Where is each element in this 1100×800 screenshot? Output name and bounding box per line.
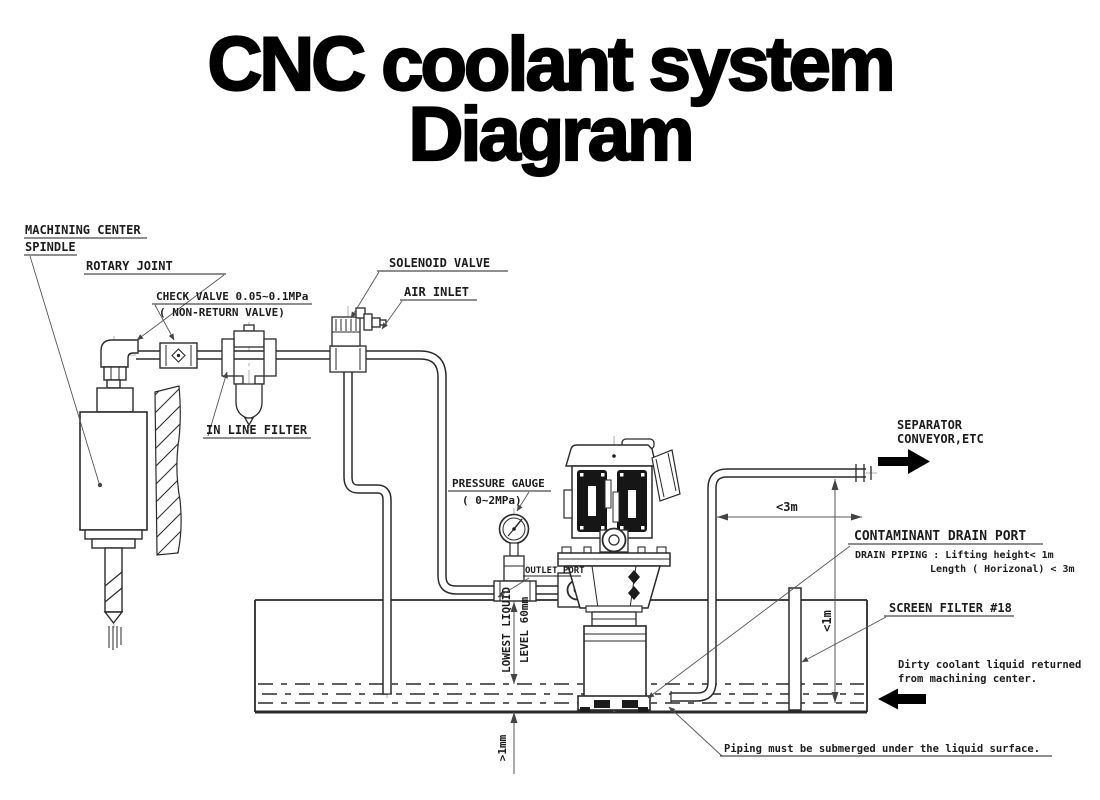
return-pipe xyxy=(343,370,392,694)
label-air-inlet: AIR INLET xyxy=(404,285,469,299)
label-solenoid-valve: SOLENOID VALVE xyxy=(389,256,490,270)
label-submerged-note: Piping must be submerged under the liqui… xyxy=(724,743,1040,755)
label-machining-center: MACHINING CENTER xyxy=(25,223,141,237)
label-check-valve: CHECK VALVE 0.05~0.1MPa xyxy=(156,290,308,303)
drain-pipe-end-flange xyxy=(855,464,872,482)
in-line-filter xyxy=(221,324,277,427)
label-drain-piping-2: Length ( Horizonal) < 3m xyxy=(930,563,1075,575)
screen-filter-bar xyxy=(788,587,802,711)
dimension-lowest-liquid: LOWEST LIQUID LEVEL 60mm xyxy=(500,587,531,684)
labels: MACHINING CENTER SPINDLE ROTARY JOINT CH… xyxy=(24,223,1081,757)
solenoid-valve xyxy=(329,307,387,373)
label-in-line-filter: IN LINE FILTER xyxy=(206,423,308,437)
machine-wall-section xyxy=(154,385,182,556)
label-rotary-joint: ROTARY JOINT xyxy=(86,259,173,273)
pump-cylinder xyxy=(583,625,647,699)
check-valve xyxy=(159,342,198,369)
separator-flow-arrow xyxy=(878,449,930,474)
coolant-tank xyxy=(254,599,868,714)
page-title: CNC coolant system Diagram xyxy=(0,22,1100,177)
svg-text:LOWEST LIQUID: LOWEST LIQUID xyxy=(500,587,513,673)
label-pressure-gauge: PRESSURE GAUGE xyxy=(452,477,545,490)
label-non-return-valve: ( NON-RETURN VALVE) xyxy=(159,306,285,319)
svg-text:<3m: <3m xyxy=(776,500,798,514)
svg-text:LEVEL 60mm: LEVEL 60mm xyxy=(518,597,531,664)
dimension-1m: <1m xyxy=(820,479,839,703)
liquid-surface-lines xyxy=(258,683,864,704)
label-outlet-port: OUTLET PORT xyxy=(525,566,585,576)
centerlines xyxy=(105,306,877,712)
label-separator-2: CONVEYOR,ETC xyxy=(897,432,984,446)
label-contaminant-drain-port: CONTAMINANT DRAIN PORT xyxy=(854,529,1026,544)
coolant-stream xyxy=(108,626,122,650)
svg-text:<1m: <1m xyxy=(820,610,834,632)
dirty-coolant-arrow xyxy=(878,688,926,710)
piping xyxy=(136,350,872,703)
label-pressure-range: ( 0~2MPa) xyxy=(462,494,522,507)
title-line1: CNC coolant system xyxy=(206,22,896,107)
label-spindle: SPINDLE xyxy=(25,240,76,254)
dimension-1mm: >1mm xyxy=(496,712,518,774)
label-dirty-coolant-1: Dirty coolant liquid returned xyxy=(898,659,1081,671)
coolant-pump xyxy=(557,438,681,712)
title-line2: Diagram xyxy=(407,91,695,177)
label-screen-filter: SCREEN FILTER #18 xyxy=(889,601,1012,615)
svg-text:>1mm: >1mm xyxy=(496,734,509,761)
machining-center-spindle xyxy=(79,339,148,650)
terminal-box-flap xyxy=(651,449,681,502)
label-separator-1: SEPARATOR xyxy=(897,418,963,432)
label-dirty-coolant-2: from machining center. xyxy=(898,673,1037,685)
leader-lines xyxy=(29,255,887,757)
drain-pipe xyxy=(671,468,866,702)
dimension-3m: <3m xyxy=(717,500,862,521)
flow-arrows xyxy=(878,449,930,710)
label-drain-piping-1: DRAIN PIPING : Lifting height< 1m xyxy=(855,549,1054,561)
